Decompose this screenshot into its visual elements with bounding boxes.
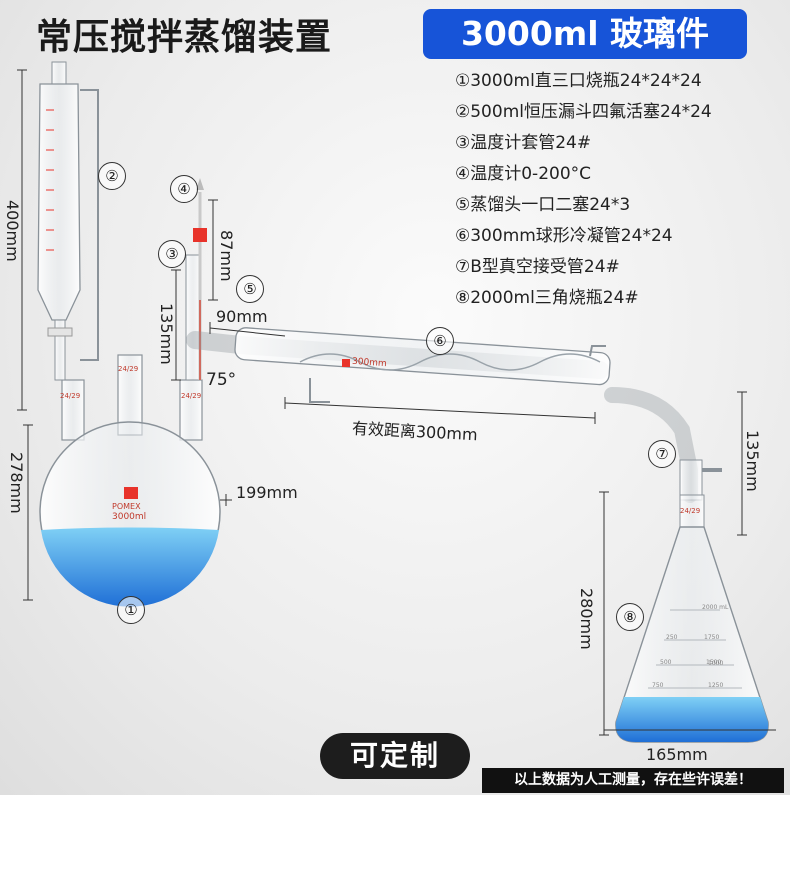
dimension-flask-height: 278mm <box>7 452 26 514</box>
joint-mark: 24/29 <box>181 392 202 400</box>
marker-7: ⑦ <box>648 440 676 468</box>
product-image: 常压搅拌蒸馏装置 3000ml 玻璃件 ①3000ml直三口烧瓶24*24*24… <box>0 0 790 795</box>
marker-4: ④ <box>170 175 198 203</box>
dimension-erlenmeyer-base: 165mm <box>646 745 708 764</box>
erlenmeyer-scale-mark: 1000 <box>708 660 724 667</box>
dimension-lines <box>17 69 776 736</box>
erlenmeyer-scale-mark: 2000 mL <box>702 604 729 611</box>
erlenmeyer-scale-mark: 1500 <box>706 659 722 666</box>
erlenmeyer-scale-mark: 1250 <box>708 682 724 689</box>
parts-list-item: ⑥300mm球形冷凝管24*24 <box>455 226 673 246</box>
erlenmeyer-flask <box>615 494 769 743</box>
parts-list-item: ③温度计套管24# <box>455 133 592 153</box>
blue-liquid <box>615 697 769 742</box>
page-title: 常压搅拌蒸馏装置 <box>36 17 333 58</box>
parts-list-item: ①3000ml直三口烧瓶24*24*24 <box>455 71 702 91</box>
distillation-condenser <box>186 327 611 403</box>
erlenmeyer-scale-mark: 250 <box>666 634 678 641</box>
dimension-funnel-height: 400mm <box>3 200 22 262</box>
three-neck-flask <box>39 354 221 607</box>
red-cap <box>193 228 207 242</box>
volume-badge: 3000ml 玻璃件 <box>423 9 747 59</box>
parts-list: ①3000ml直三口烧瓶24*24*24 ②500ml恒压漏斗四氟活塞24*24… <box>455 66 712 314</box>
dimension-angle: 75° <box>206 370 237 390</box>
joint-mark: 24/29 <box>118 365 139 373</box>
parts-list-item: ⑤蒸馏头一口二塞24*3 <box>455 195 631 215</box>
parts-list-item: ⑦B型真空接受管24# <box>455 257 620 277</box>
erlenmeyer-scale-mark: 1750 <box>704 634 720 641</box>
thermometer-assembly <box>185 178 207 381</box>
marker-8: ⑧ <box>616 603 644 631</box>
dimension-flask-diameter: 199mm <box>236 483 298 502</box>
marker-3: ③ <box>158 240 186 268</box>
marker-6: ⑥ <box>426 327 454 355</box>
condenser-logo-icon <box>342 359 350 367</box>
joint-mark: 24/29 <box>60 392 81 400</box>
dimension-adapter-height: 135mm <box>743 430 762 492</box>
dimension-thermometer-adapter: 135mm <box>157 303 176 365</box>
customizable-badge: 可定制 <box>320 733 470 779</box>
marker-1: ① <box>117 596 145 624</box>
dimension-head-arm: 90mm <box>216 307 268 326</box>
dimension-erlenmeyer-height: 280mm <box>577 588 596 650</box>
erlenmeyer-scale-mark: 750 <box>652 682 664 689</box>
measurement-disclaimer: 以上数据为人工测量，存在些许误差！ <box>482 768 784 793</box>
vacuum-adapter <box>604 387 722 503</box>
blue-liquid <box>41 527 219 607</box>
brand-logo-icon <box>124 487 138 499</box>
stopcock <box>47 327 73 337</box>
flask-brand: POMEX <box>112 502 141 511</box>
parts-list-item: ④温度计0-200°C <box>455 164 592 184</box>
parts-list-item: ②500ml恒压漏斗四氟活塞24*24 <box>455 102 712 122</box>
flask-volume-mark: 3000ml <box>112 512 147 522</box>
dropping-funnel <box>37 61 99 381</box>
parts-list-item: ⑧2000ml三角烧瓶24# <box>455 288 639 308</box>
marker-2: ② <box>98 162 126 190</box>
erlenmeyer-scale-mark: 500 <box>660 659 672 666</box>
dimension-thermometer-top: 87mm <box>217 230 236 282</box>
marker-5: ⑤ <box>236 275 264 303</box>
joint-mark: 24/29 <box>680 507 701 515</box>
apparatus-drawing <box>17 61 776 743</box>
